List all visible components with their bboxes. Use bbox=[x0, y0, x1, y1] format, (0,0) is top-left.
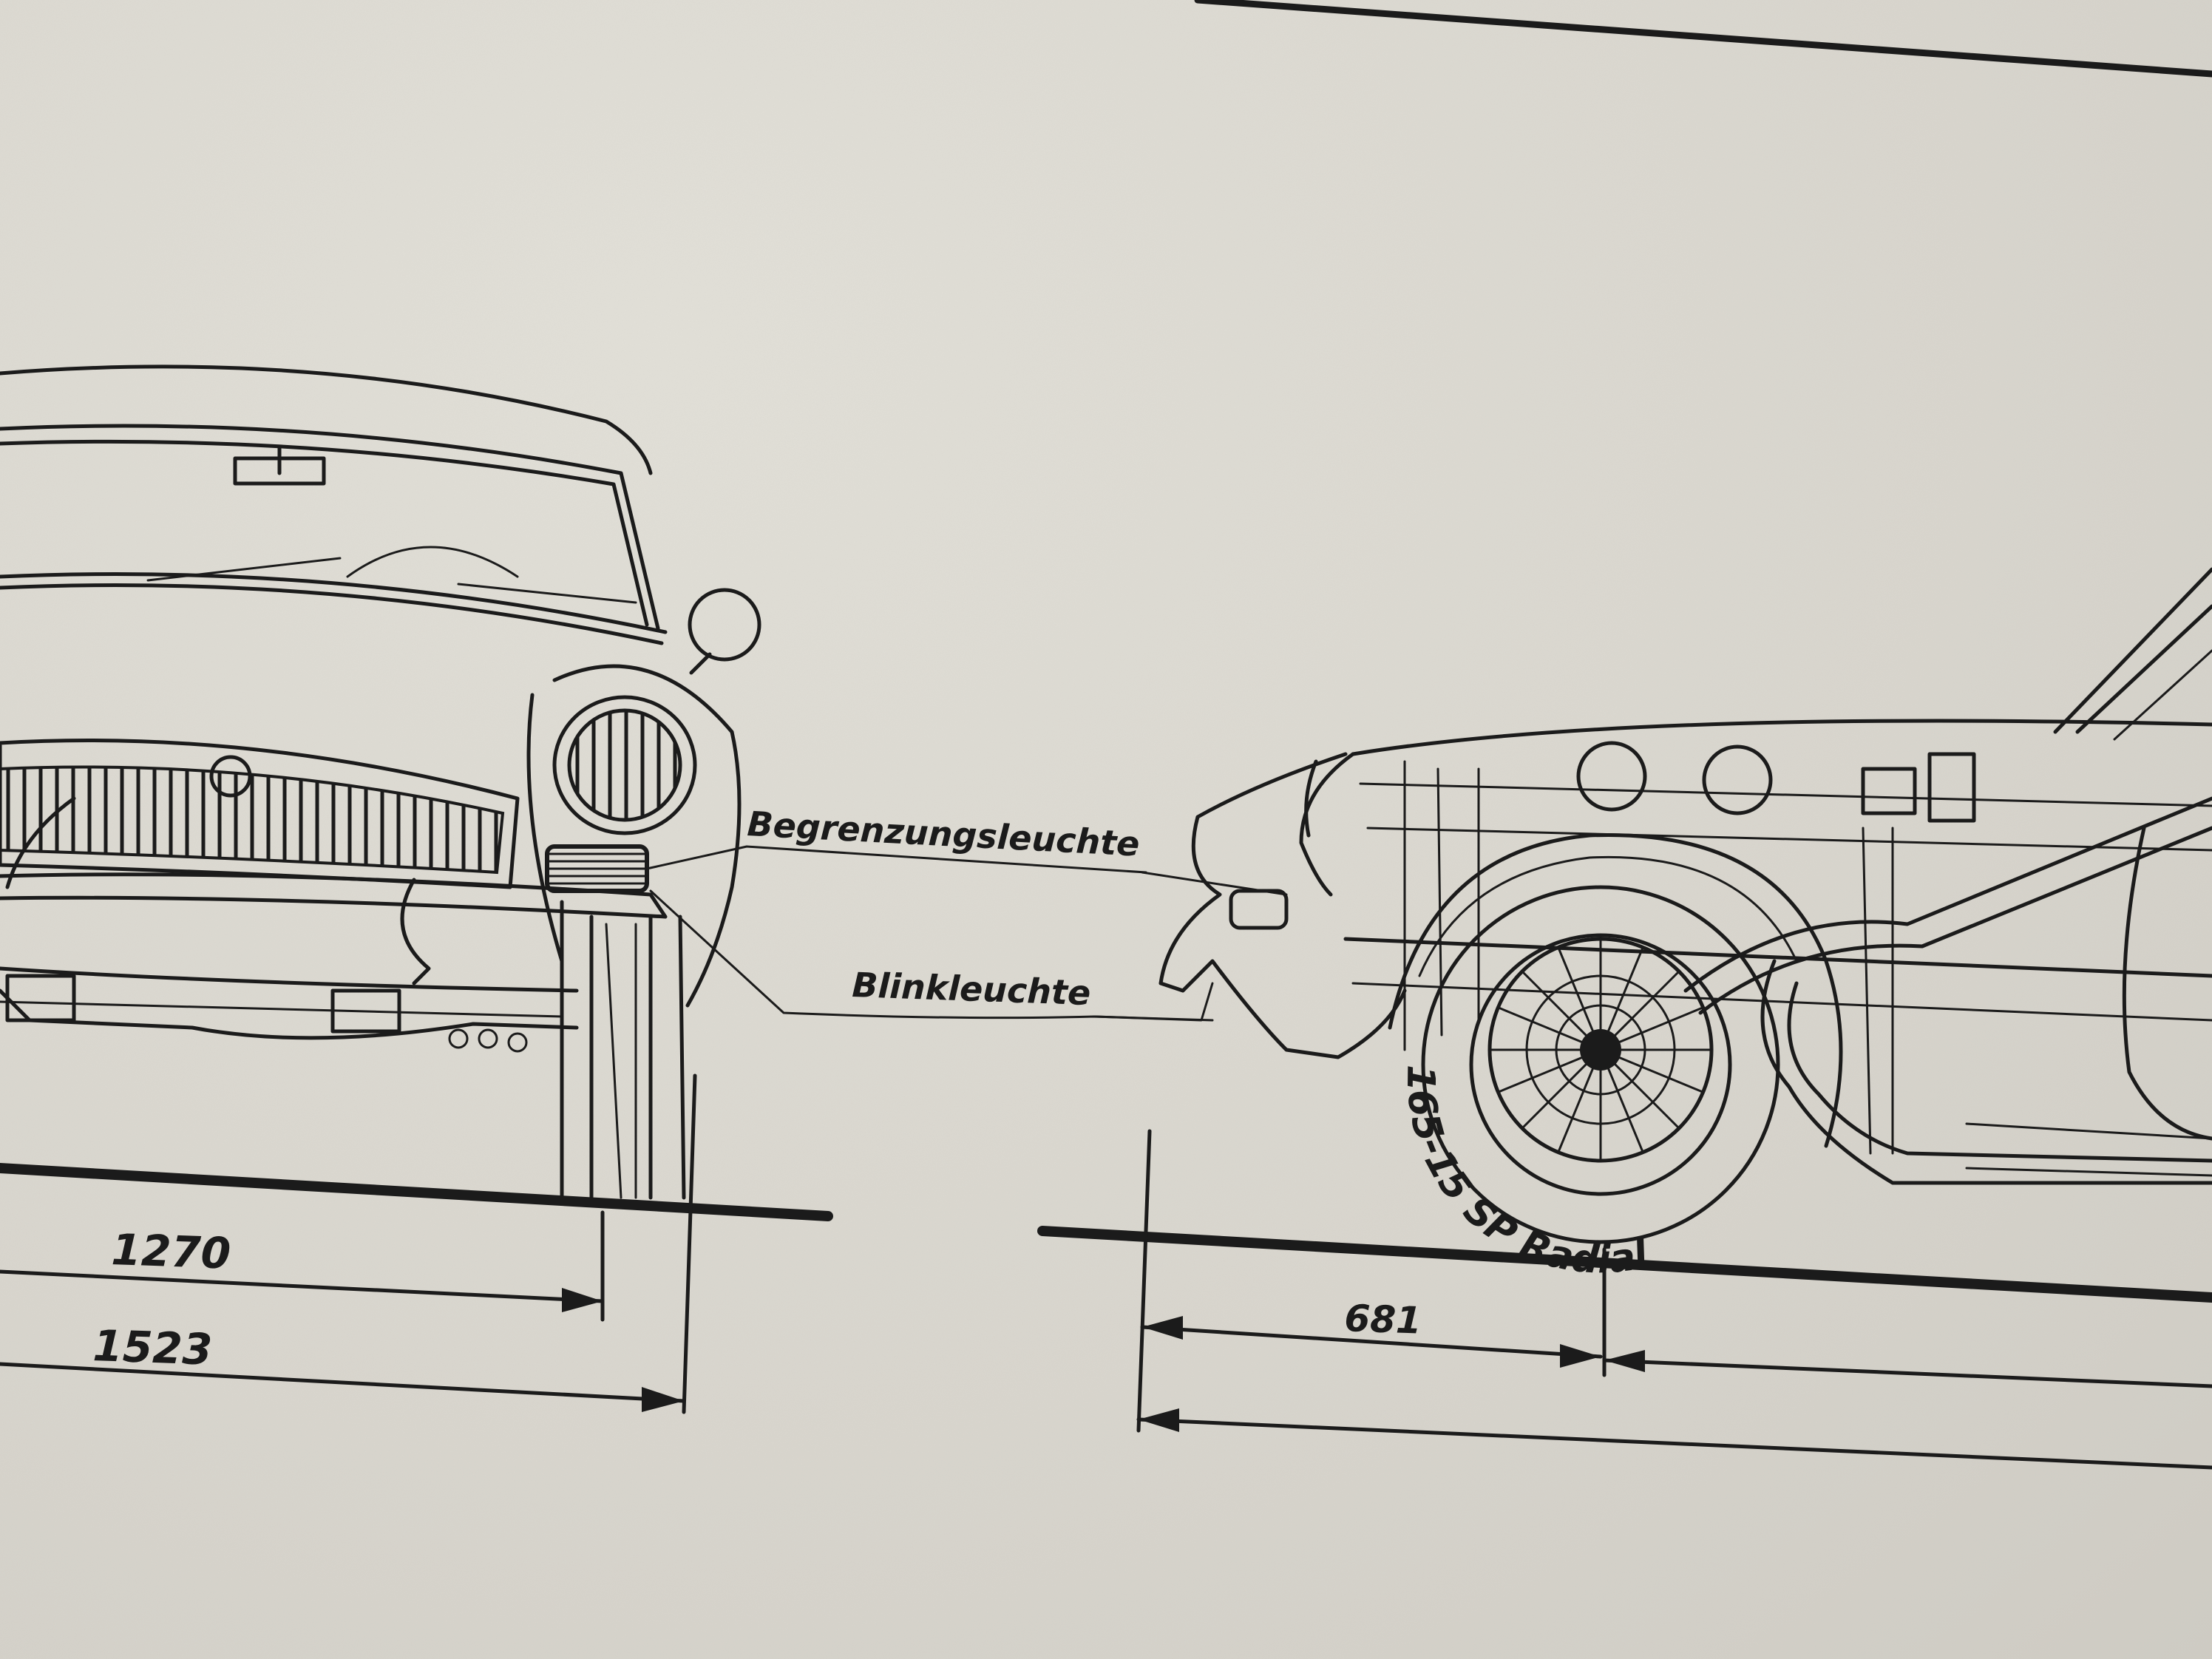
border-line bbox=[1194, 0, 2212, 78]
front-dimensions bbox=[0, 1073, 697, 1414]
callout-leaders bbox=[645, 845, 1288, 1022]
side-view bbox=[1158, 567, 2212, 1244]
ground-line-side bbox=[1037, 1226, 2212, 1303]
dimension-front-width: 1523 bbox=[92, 1320, 214, 1375]
side-dimensions bbox=[1136, 1129, 2212, 1470]
label-turn-signal: Blinkleuchte bbox=[852, 965, 1092, 1013]
front-view bbox=[0, 364, 833, 1221]
dimension-front-overhang: 681 bbox=[1344, 1297, 1422, 1343]
dimension-front-track: 1270 bbox=[111, 1224, 232, 1279]
